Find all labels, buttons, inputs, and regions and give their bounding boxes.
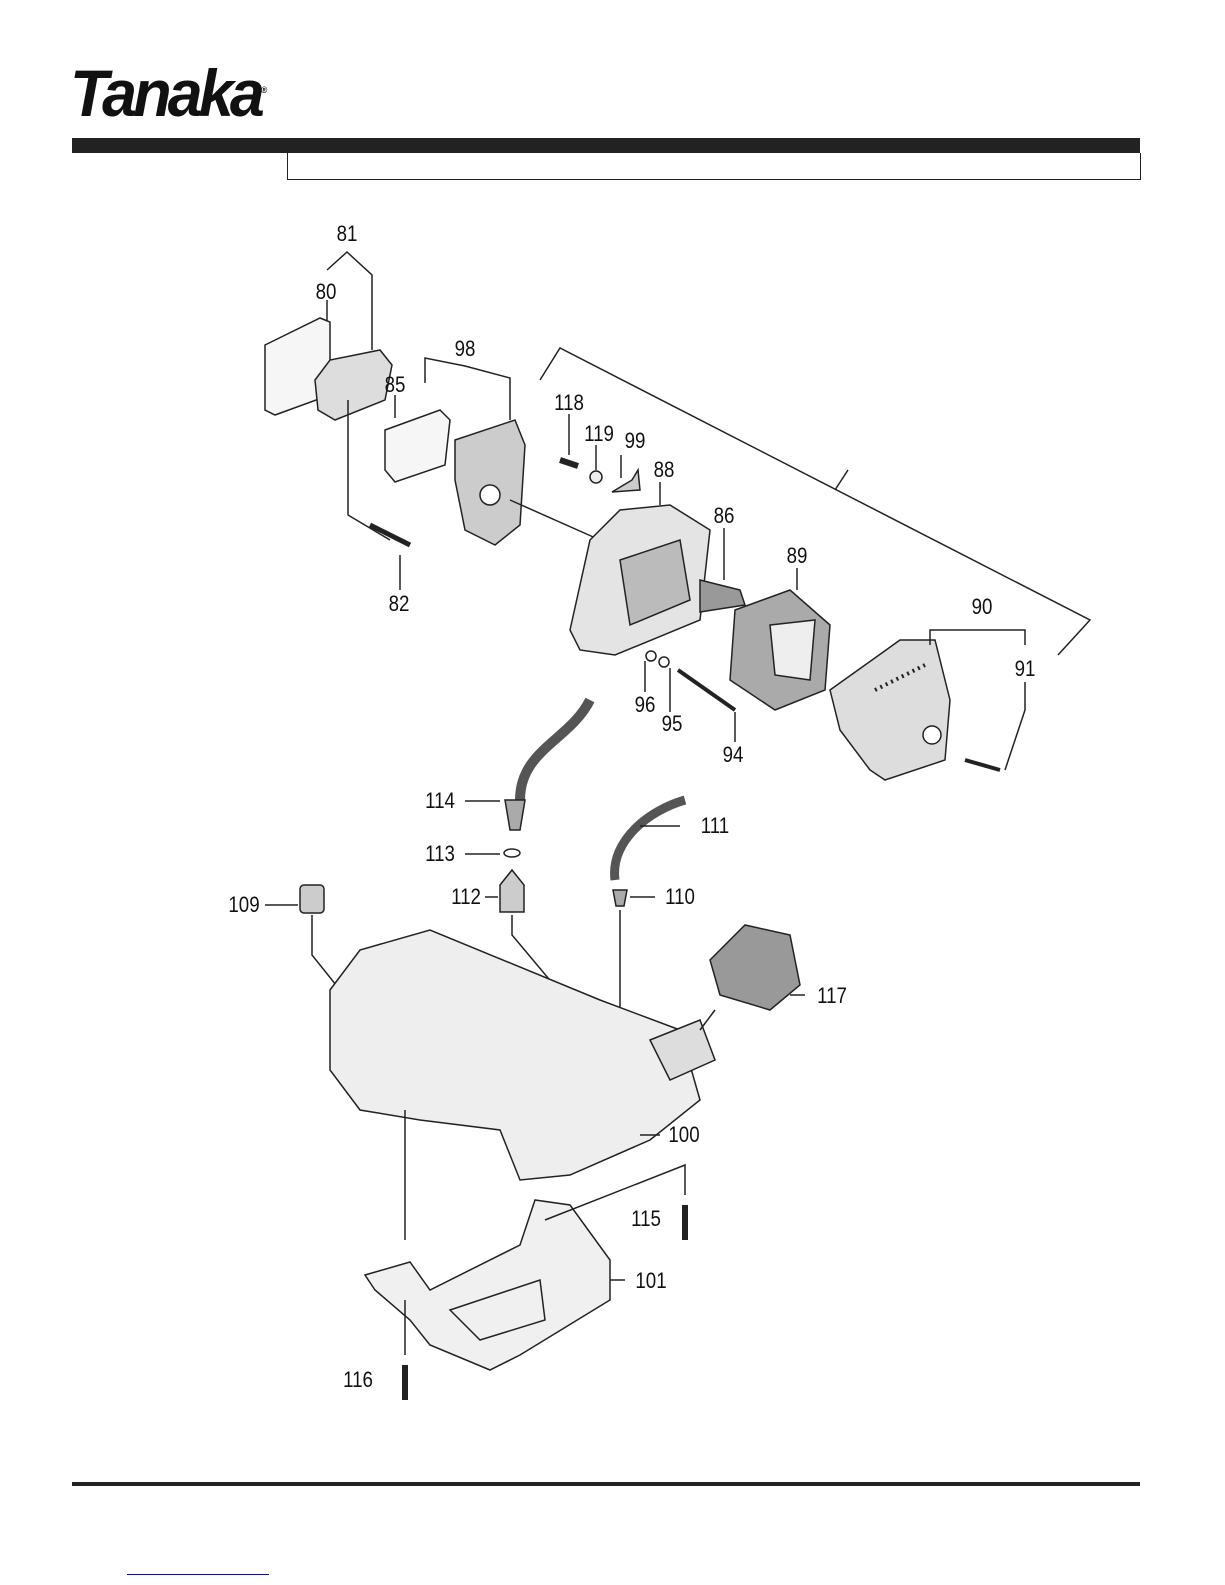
part-label: 89: [786, 543, 808, 568]
cover-knob-hole: [922, 725, 942, 745]
tank-bracket-101: [363, 1199, 611, 1371]
part-label: 82: [388, 591, 410, 616]
part-label: 100: [668, 1122, 700, 1147]
bracket-cutout: [448, 1278, 546, 1341]
washer-95: [658, 656, 670, 668]
leader-98: [424, 357, 511, 420]
carburetor-part: [454, 419, 526, 546]
part-label: 80: [315, 279, 337, 304]
part-label: 109: [228, 892, 260, 917]
gasket-85: [384, 409, 451, 483]
leader-117: [699, 1009, 716, 1031]
part-label: 101: [635, 1268, 667, 1293]
case-interior: [619, 539, 691, 627]
fuel-line-114: [515, 697, 595, 801]
leader-carb: [509, 499, 601, 541]
part-label: 114: [425, 788, 455, 813]
leader-91: [1004, 682, 1026, 771]
fuel-tank-100: [329, 929, 701, 1181]
brand-logo: Tanaka®: [70, 60, 267, 126]
part-label: 118: [554, 390, 584, 415]
vent-110: [612, 889, 628, 907]
part-label: 113: [425, 841, 455, 866]
grommet-114: [504, 799, 526, 831]
part-label: 99: [624, 428, 646, 453]
fuel-filter-112: [499, 868, 525, 913]
fuel-cap-117: [709, 924, 801, 1011]
part-label: 81: [336, 221, 358, 246]
washer-96: [645, 650, 657, 662]
bolt-82: [368, 522, 412, 548]
choke-86: [699, 579, 746, 613]
leader-90: [929, 629, 1026, 645]
header-rule: [72, 138, 1140, 153]
part-label: 98: [454, 336, 476, 361]
part-label: 91: [1014, 656, 1036, 681]
part-label: 110: [665, 884, 695, 909]
brand-name: Tanaka: [70, 56, 265, 130]
footer-rule: [72, 1482, 1140, 1486]
part-label: 95: [661, 711, 683, 736]
part-label: 85: [384, 372, 406, 397]
page-title-box: [287, 153, 1141, 180]
carburetor-bore: [479, 484, 501, 506]
vent-line-111: [610, 795, 687, 881]
part-label: 88: [653, 457, 675, 482]
part-label: 96: [634, 692, 656, 717]
part-label: 119: [584, 421, 614, 446]
insulator-part: [314, 349, 393, 421]
part-label: 116: [343, 1367, 373, 1392]
clip-113: [503, 848, 521, 858]
bolt-94: [676, 668, 737, 712]
knob-91: [964, 758, 1001, 772]
lever-99: [611, 467, 641, 493]
tank-neck: [648, 1019, 716, 1081]
bracket-air-cleaner: [539, 347, 1092, 656]
filter-opening: [769, 619, 816, 681]
part-label: 111: [700, 813, 730, 838]
bracket-tick: [834, 469, 849, 491]
part-label: 86: [713, 503, 735, 528]
part-label: 94: [722, 742, 744, 767]
part-label: 117: [817, 983, 847, 1008]
part-label: 90: [971, 594, 993, 619]
leader-82: [347, 400, 391, 541]
air-cleaner-cover-90: [829, 639, 951, 781]
leader-115: [544, 1163, 686, 1221]
washer-119: [589, 470, 603, 484]
screw-118: [559, 457, 579, 469]
leader-96-95: [644, 661, 671, 712]
registered-mark: ®: [260, 85, 268, 95]
part-label: 112: [451, 884, 481, 909]
part-label: 115: [631, 1206, 661, 1231]
cushion-109: [299, 884, 325, 914]
footer-link[interactable]: [127, 1574, 269, 1575]
leader-81: [326, 250, 373, 350]
